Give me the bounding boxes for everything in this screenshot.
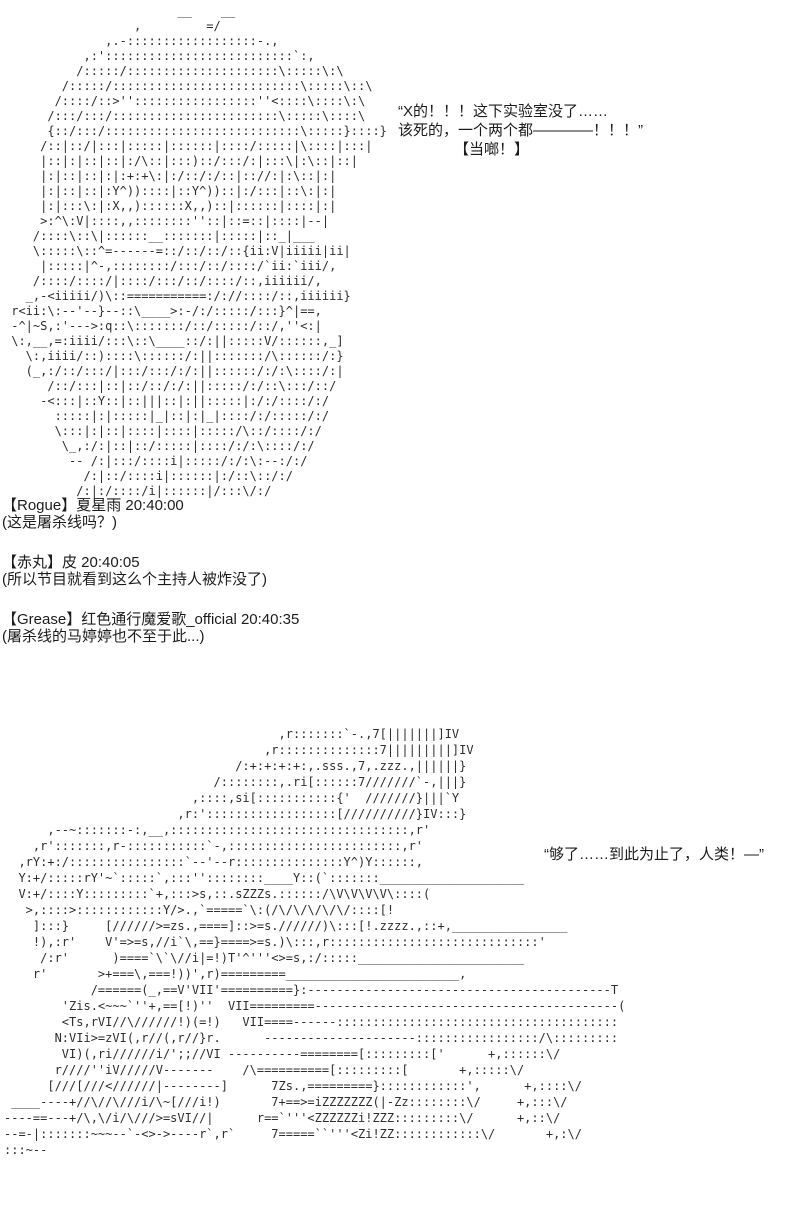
chat-message: 【Grease】红色通行魔爱歌_official 20:40:35 (屠杀线的马… — [2, 611, 299, 645]
chat-header: 【Rogue】夏星雨 20:40:00 — [2, 497, 184, 514]
ascii-art-bottom: ,r:::::::`-.,7[|||||||]IV ,r::::::::::::… — [4, 727, 626, 1157]
speech-top-line1: “X的！！！这下实验室没了…… — [398, 103, 609, 120]
chat-log: 【Rogue】夏星雨 20:40:00 (这是屠杀线吗？) 【赤丸】皮 20:4… — [2, 497, 299, 668]
chat-header: 【赤丸】皮 20:40:05 — [2, 554, 140, 571]
chat-body: (所以节目就看到这么个主持人被炸没了) — [2, 571, 267, 588]
ascii-art-top: __ __ , =/ ,.-::::::::::::::::::-., ,:':… — [11, 4, 387, 498]
speech-bubble-top: “X的！！！这下实验室没了…… 该死的，一个两个都————！！！” 【当啷！】 — [398, 102, 643, 159]
chat-body: (这是屠杀线吗？) — [2, 514, 117, 531]
chat-message: 【赤丸】皮 20:40:05 (所以节目就看到这么个主持人被炸没了) — [2, 554, 299, 588]
chat-message: 【Rogue】夏星雨 20:40:00 (这是屠杀线吗？) — [2, 497, 299, 531]
speech-top-line2: 该死的，一个两个都————！！！” — [398, 122, 643, 139]
speech-bubble-bottom: “够了……到此为止了，人类！—” — [544, 846, 764, 863]
speech-top-sfx: 【当啷！】 — [454, 141, 530, 158]
chat-header: 【Grease】红色通行魔爱歌_official 20:40:35 — [2, 611, 300, 628]
chat-body: (屠杀线的马婷婷也不至于此...) — [2, 628, 205, 645]
